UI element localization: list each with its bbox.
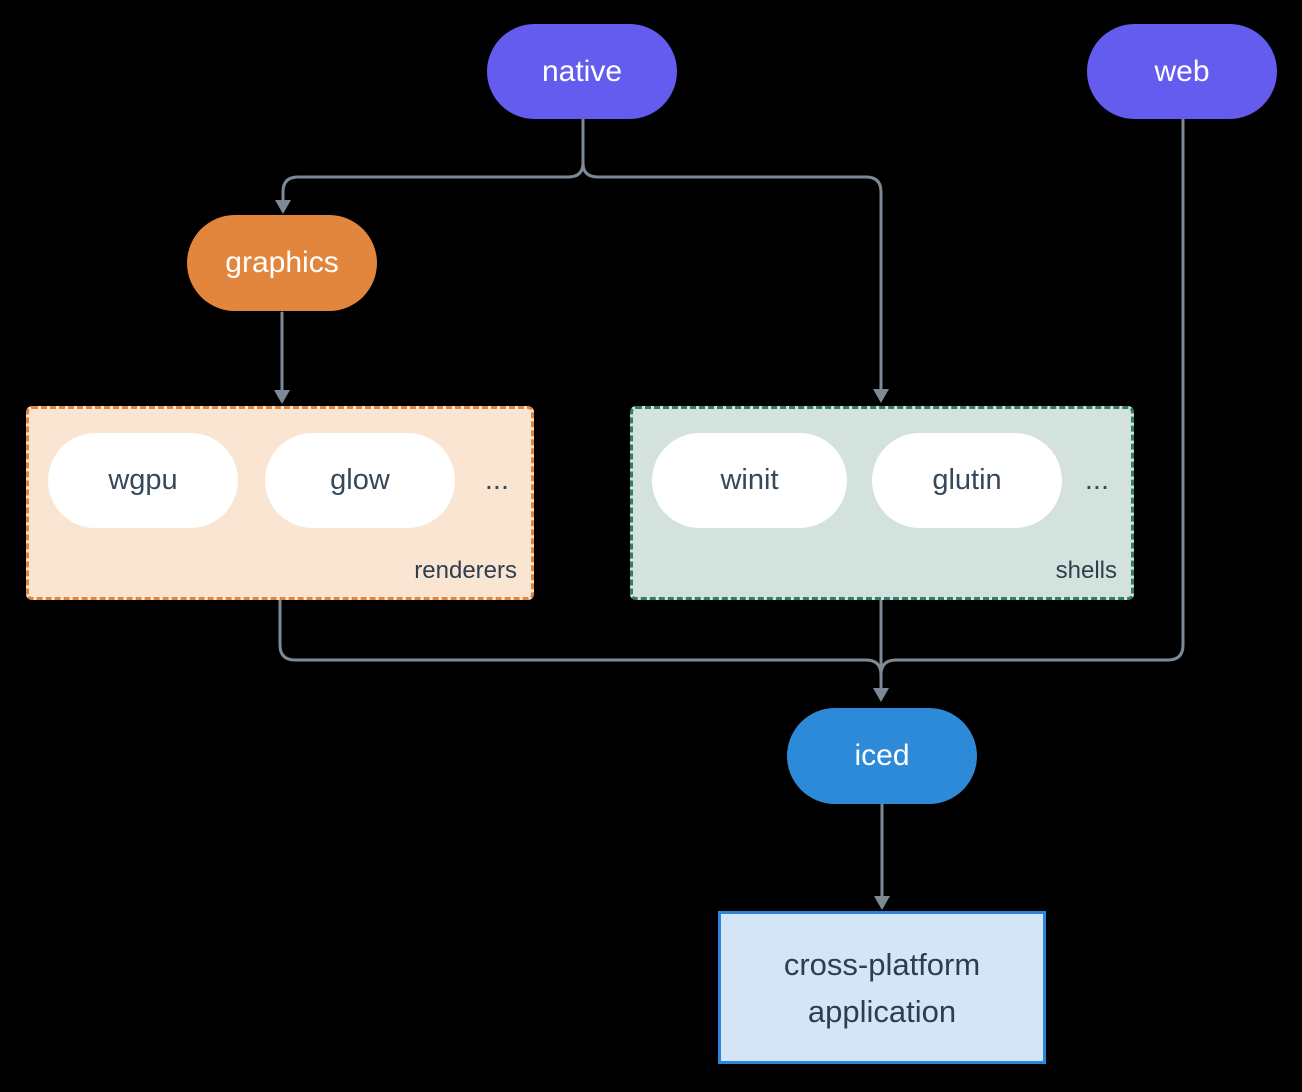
arrowhead-iced <box>873 688 889 702</box>
renderers-ellipsis: ... <box>484 464 509 496</box>
node-glow: glow <box>265 433 455 528</box>
shells-ellipsis: ... <box>1084 464 1109 496</box>
node-wgpu: wgpu <box>48 433 238 528</box>
shells-group-label: shells <box>1055 557 1117 584</box>
application-label-line2: application <box>807 993 957 1029</box>
node-glutin: glutin <box>872 433 1062 528</box>
arrowhead-renderers <box>274 390 290 404</box>
node-glow-label: glow <box>330 464 390 496</box>
node-web: web <box>1087 24 1277 119</box>
node-native: native <box>487 24 677 119</box>
node-native-label: native <box>541 54 623 88</box>
node-iced-label: iced <box>854 739 910 772</box>
group-shells: winit glutin ... shells <box>630 406 1134 600</box>
renderers-group-label: renderers <box>414 557 517 584</box>
node-winit-label: winit <box>720 464 779 496</box>
edge-native-to-graphics <box>281 118 585 203</box>
node-winit: winit <box>652 433 847 528</box>
edge-web-to-iced <box>879 118 1185 677</box>
arrowhead-shells <box>873 389 889 403</box>
node-graphics-label: graphics <box>225 246 339 279</box>
node-wgpu-label: wgpu <box>108 464 178 496</box>
edge-native-to-shells <box>581 118 883 392</box>
arrowhead-graphics <box>275 200 291 214</box>
arrowhead-application <box>874 896 890 910</box>
node-iced: iced <box>787 708 977 804</box>
edge-renderers-to-iced <box>278 599 883 677</box>
group-renderers: wgpu glow ... renderers <box>26 406 534 600</box>
node-web-label: web <box>1154 54 1210 88</box>
node-glutin-label: glutin <box>932 464 1002 496</box>
node-cross-platform-application: cross-platform application <box>718 911 1046 1064</box>
application-label-line1: cross-platform <box>783 946 981 982</box>
node-graphics: graphics <box>187 215 377 311</box>
